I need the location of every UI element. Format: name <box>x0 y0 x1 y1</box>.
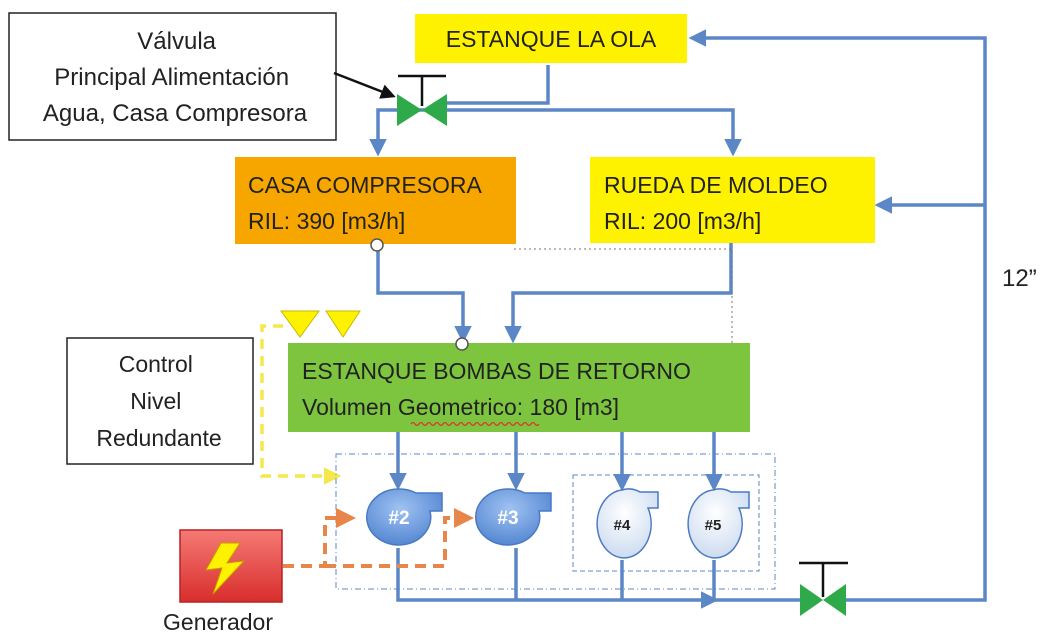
generator-power-line-pump3 <box>325 508 474 568</box>
return-line-valve <box>799 561 848 616</box>
svg-text:RUEDA DE MOLDEO RIL: 200: RUEDA DE MOLDEO RIL: 200 [m3/h] <box>604 172 834 234</box>
pump-3-label: #3 <box>497 508 518 529</box>
pump-5: #5 <box>687 488 750 559</box>
generator-box <box>179 529 283 603</box>
retorno-volume-suffix: : 180 [m3] <box>517 394 619 420</box>
level-switch-triangle-1 <box>280 310 320 338</box>
generator-label: Generador <box>163 609 273 635</box>
pipe-network <box>369 29 987 609</box>
pump-5-label: #5 <box>705 517 722 534</box>
tank-la-ola-label: ESTANQUE LA OLA <box>446 26 657 52</box>
svg-text:Volumen Geometrico: 180 [m3]: Volumen Geometrico: 180 [m3] <box>302 394 619 420</box>
valve-callout-line2: Principal Alimentación <box>54 64 289 91</box>
rueda-moldeo-title: RUEDA DE MOLDEO <box>604 172 828 198</box>
retorno-volume-word: Geometrico <box>398 394 517 420</box>
svg-text:Control Nivel Redu: Control Nivel Redundante <box>96 351 221 451</box>
generator-power-line-pump2 <box>283 508 356 568</box>
casa-compresora-title: CASA COMPRESORA <box>248 172 483 198</box>
svg-text:CASA COMPRESORA RIL: 390: CASA COMPRESORA RIL: 390 [m3/h] <box>248 172 487 234</box>
level-sensor-casa <box>370 238 384 252</box>
svg-text:ESTANQUE BOMBAS DE RETORNO: ESTANQUE BOMBAS DE RETORNO <box>302 358 691 384</box>
control-callout-line2: Nivel <box>130 388 181 414</box>
main-feed-valve <box>397 74 447 126</box>
pipe-main-feed <box>443 65 550 105</box>
retorno-tank-box: ESTANQUE BOMBAS DE RETORNO Volumen Geome… <box>288 343 750 432</box>
rueda-moldeo-box: RUEDA DE MOLDEO RIL: 200 [m3/h] <box>590 157 875 243</box>
pipe-rueda-to-retorno <box>504 242 733 344</box>
pump-4-label: #4 <box>614 517 631 534</box>
rueda-moldeo-ril: RIL: 200 [m3/h] <box>604 208 761 234</box>
casa-compresora-ril: RIL: 390 [m3/h] <box>248 208 405 234</box>
level-switch-triangle-2 <box>325 310 361 338</box>
casa-compresora-box: CASA COMPRESORA RIL: 390 [m3/h] <box>235 157 516 244</box>
lightning-icon <box>205 542 246 595</box>
pipe-casa-to-retorno <box>376 250 472 344</box>
pipe-to-rueda <box>443 108 742 157</box>
generator: Generador <box>163 529 283 635</box>
pipe-return-line <box>688 29 987 602</box>
control-callout: Control Nivel Redundante <box>66 337 254 465</box>
svg-text:Válvula Principal Alimen: Válvula Principal Alimentación Agua, Cas… <box>43 28 308 127</box>
control-signal-line <box>260 324 342 485</box>
spellcheck-underline <box>410 421 540 427</box>
retorno-tank-title: ESTANQUE BOMBAS DE RETORNO <box>302 358 691 384</box>
level-sensor-retorno <box>455 337 469 351</box>
pump-2-label: #2 <box>388 508 409 529</box>
pump-3: #3 <box>475 488 552 546</box>
control-callout-line3: Redundante <box>96 425 221 451</box>
pump-2: #2 <box>366 488 443 546</box>
pump-4: #4 <box>596 488 659 559</box>
tank-la-ola: ESTANQUE LA OLA <box>415 14 687 63</box>
valve-callout-line3: Agua, Casa Compresora <box>43 100 308 127</box>
valve-callout-arrow <box>333 71 396 99</box>
pipe-pump5-discharge <box>712 560 820 602</box>
control-callout-line1: Control <box>119 351 193 377</box>
valve-callout-line1: Válvula <box>137 28 216 55</box>
retorno-volume-prefix: Volumen <box>302 394 398 420</box>
pipe-size-label: 12” <box>1002 265 1037 292</box>
valve-callout: Válvula Principal Alimentación Agua, Cas… <box>8 12 337 141</box>
standby-pump-group-outline <box>572 474 760 572</box>
